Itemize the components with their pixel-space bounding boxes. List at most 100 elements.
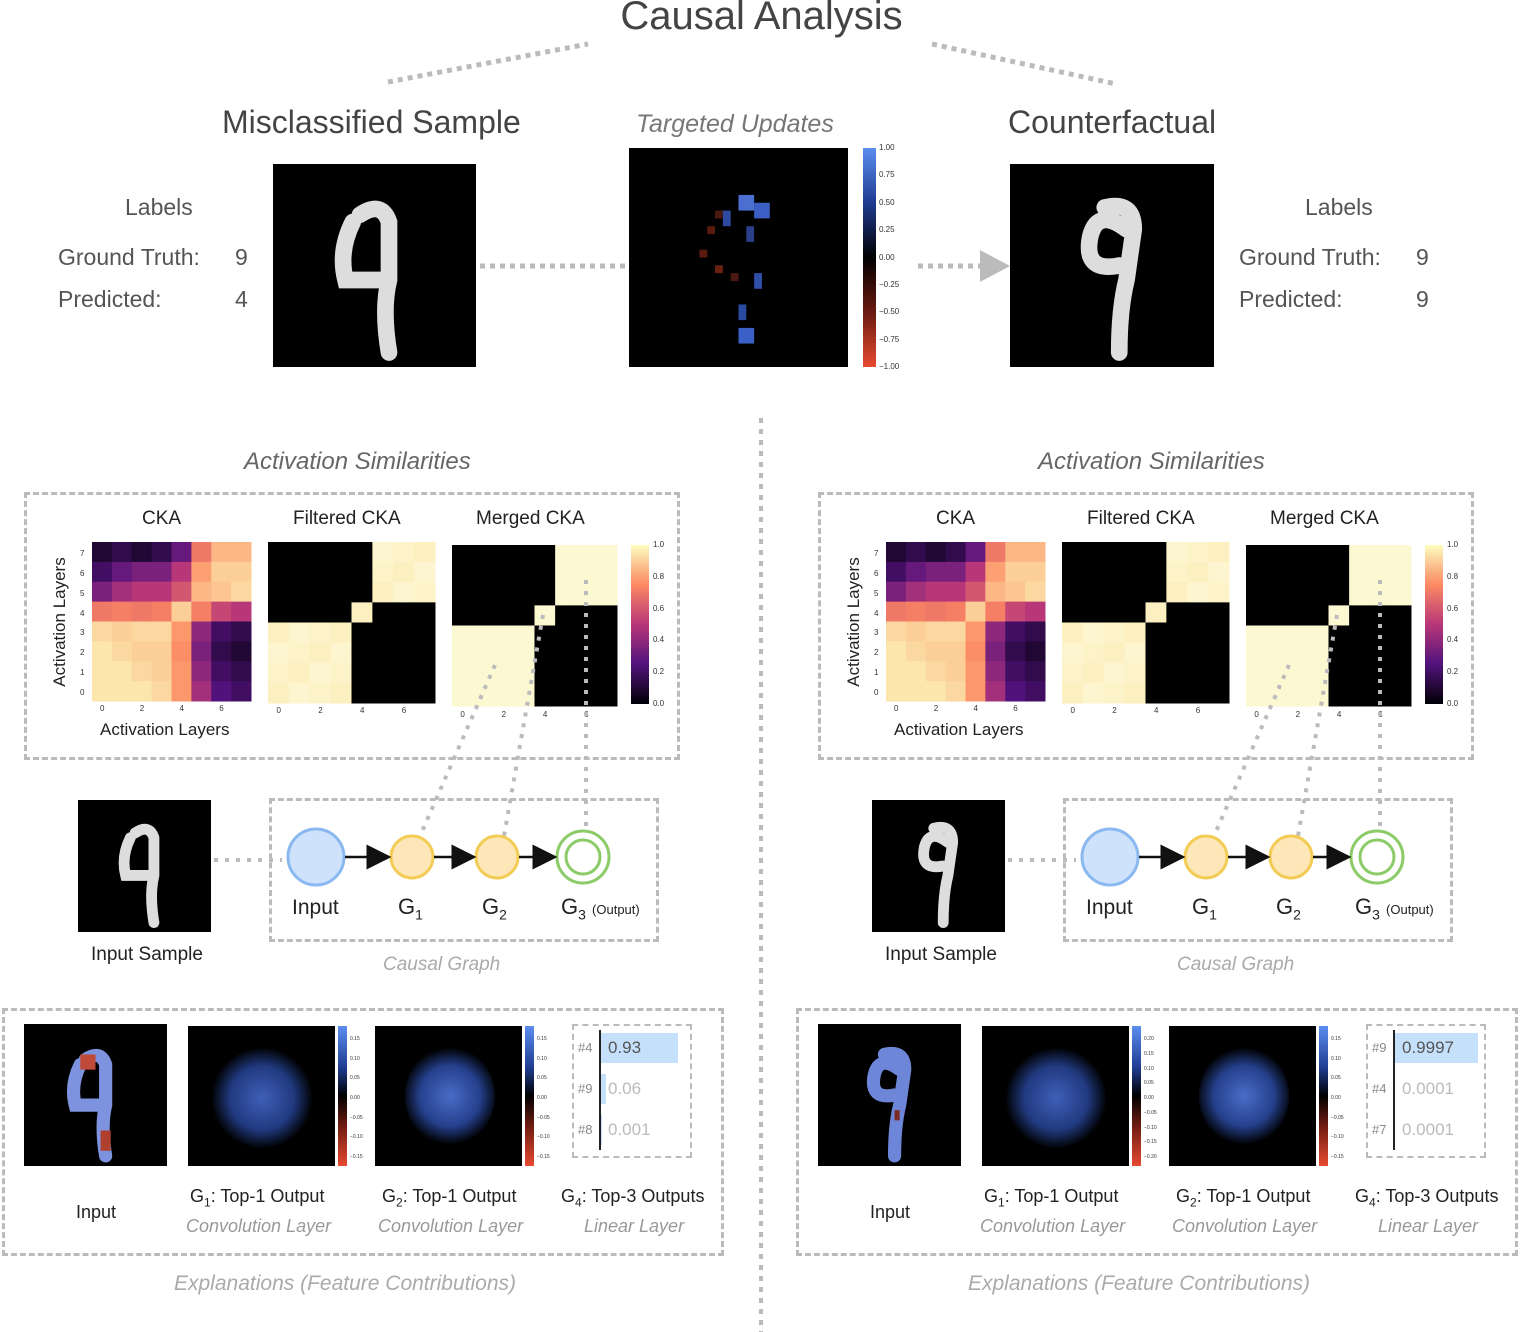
node-label-input: Input [1086, 896, 1133, 919]
cbar-tick: 0.05 [537, 1075, 547, 1082]
cbar-tick: −0.75 [879, 334, 900, 344]
heatmap-cell [1025, 681, 1046, 702]
heatmap-cell [1124, 582, 1146, 603]
heatmap-cell [555, 625, 577, 647]
heatmap-cell [985, 542, 1006, 563]
heatmap-cell [596, 685, 618, 707]
heatmap-cell [351, 562, 373, 583]
heatmap-cell [393, 602, 415, 623]
heatmap-cell [886, 581, 907, 603]
heatmap-cell [452, 645, 474, 667]
heatmap-cell [309, 642, 332, 664]
heatmap-cell [211, 601, 232, 622]
heatmap-cell [1328, 685, 1350, 707]
heatmap-cell [905, 581, 927, 603]
cbar-tick: −0.05 [1144, 1109, 1157, 1116]
heatmap-cell [151, 561, 172, 583]
heatmap-cell [1187, 582, 1209, 603]
targeted-updates-heading: Targeted Updates [636, 110, 834, 138]
heatmap-cell [1005, 542, 1026, 563]
cka-box [818, 492, 1474, 760]
g4-caption: G4: Top-3 Outputs [561, 1186, 705, 1210]
top3-box [1366, 1024, 1486, 1158]
heatmap-cell [472, 625, 494, 647]
cbar-tick: 0.0 [1447, 698, 1459, 708]
causal-graph-caption: Causal Graph [383, 954, 501, 975]
cbar-tick: 0.20 [1144, 1036, 1154, 1042]
heatmap-cell [472, 545, 494, 566]
heatmap-cell [1307, 625, 1329, 647]
heatmap-cell [231, 681, 252, 702]
heatmap-cell [1266, 545, 1288, 566]
heatmap-cell [1187, 682, 1209, 704]
heatmap-cell [393, 682, 415, 704]
cbar-tick: 0.4 [653, 635, 665, 645]
y-tick: 4 [874, 608, 879, 618]
heatmap-cell [555, 665, 577, 687]
x-tick: 4 [973, 704, 978, 713]
cbar-tick: −0.15 [350, 1153, 363, 1160]
heatmap-cell [111, 542, 133, 563]
heatmap-cell [393, 582, 415, 603]
heatmap-cell [493, 665, 515, 687]
gt-value-left: 9 [235, 244, 248, 270]
heatmap-cell [1307, 545, 1329, 566]
heatmap-cell [414, 602, 436, 623]
y-tick: 0 [80, 687, 85, 697]
heatmap-cell [1187, 622, 1209, 644]
g1-layer: Convolution Layer [186, 1216, 332, 1236]
cka-box [24, 492, 680, 760]
merged-cka-heatmap [1246, 545, 1412, 707]
heatmap-cell [1187, 562, 1209, 583]
cbar-tick: 0.05 [1331, 1075, 1341, 1082]
cka-xlabel: Activation Layers [894, 720, 1024, 739]
heatmap-cell [309, 682, 332, 704]
heatmap-cell [1082, 602, 1105, 623]
heatmap-cell [351, 622, 373, 644]
heatmap-cell [268, 542, 290, 563]
cbar-tick: 0.10 [1331, 1055, 1341, 1062]
heatmap-cell [372, 582, 394, 603]
heatmap-cell [596, 645, 618, 667]
heatmap-cell [1062, 662, 1084, 684]
heatmap-cell [1390, 685, 1412, 707]
cbar-tick: −0.15 [1331, 1153, 1344, 1160]
heatmap-cell [945, 561, 966, 583]
heatmap-cell [1103, 542, 1126, 563]
heatmap-cell [452, 545, 474, 566]
heatmap-cell [1266, 605, 1288, 626]
y-tick: 7 [80, 549, 85, 559]
heatmap-cell [131, 581, 153, 603]
heatmap-cell [330, 622, 352, 644]
heatmap-cell [211, 561, 232, 583]
heatmap-cell [330, 562, 352, 583]
heatmap-cell [191, 621, 212, 642]
prob-value: 0.0001 [1402, 1120, 1454, 1139]
heatmap-cell [555, 565, 577, 586]
pred-value-right: 9 [1416, 286, 1429, 312]
heatmap-cell [92, 621, 113, 642]
heatmap-cell [288, 602, 311, 623]
cka-heatmap [92, 542, 252, 702]
heatmap-cell [231, 542, 252, 563]
node-label-g1: G1 [398, 894, 423, 923]
y-tick: 4 [80, 608, 85, 618]
heatmap-cell [1369, 565, 1391, 586]
y-tick: 5 [80, 588, 85, 598]
heatmap-cell [393, 662, 415, 684]
y-tick: 6 [80, 569, 85, 579]
g1-output-image [188, 1026, 335, 1166]
heatmap-cell [905, 681, 927, 702]
heatmap-cell [945, 581, 966, 603]
heatmap-cell [111, 581, 133, 603]
heatmap-cell [575, 565, 597, 586]
cbar-tick: 1.00 [879, 143, 895, 152]
heatmap-cell [452, 685, 474, 707]
cbar-tick: 0.8 [1447, 571, 1459, 581]
heatmap-cell [1390, 625, 1412, 647]
heatmap-cell [111, 641, 133, 662]
heatmap-cell [945, 621, 966, 642]
